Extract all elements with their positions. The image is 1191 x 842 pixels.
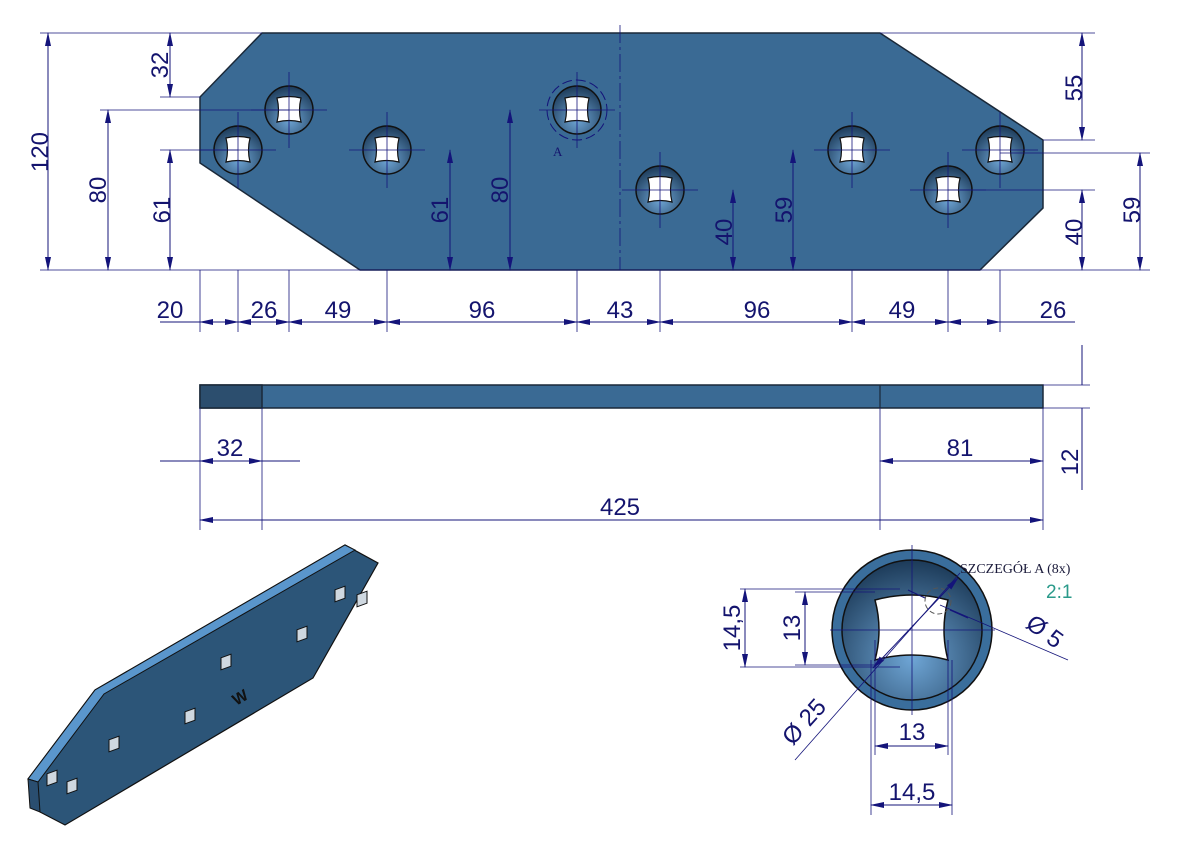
dimension-label: 96 — [744, 297, 771, 324]
iso-hole — [184, 707, 196, 725]
detail-marker-label: A — [553, 144, 563, 159]
iso-hole — [334, 585, 346, 603]
dimension-label: 40 — [1061, 219, 1088, 246]
dimension-label: 61 — [149, 197, 176, 224]
square-hole — [622, 152, 698, 228]
square-hole — [349, 112, 425, 188]
holes — [200, 72, 1038, 228]
dimension-label: 96 — [469, 297, 496, 324]
side-plate — [199, 384, 1044, 409]
dimension-label: 120 — [27, 132, 54, 172]
dimension-label: 13 — [779, 615, 806, 642]
dimension-label: 26 — [251, 297, 278, 324]
dimension-label: 61 — [427, 197, 454, 224]
dimension-label: 14,5 — [719, 605, 746, 652]
dimension-label: 12 — [1057, 449, 1084, 476]
plate-outline — [199, 32, 1044, 271]
dimension-label: 20 — [157, 297, 184, 324]
side-view: 32 81 425 12 — [160, 345, 1090, 530]
dimension-label: 49 — [325, 297, 352, 324]
square-hole — [814, 112, 890, 188]
detail-a-circle — [546, 79, 608, 141]
dimension-label: 40 — [711, 219, 738, 246]
dimension-label: 59 — [1119, 197, 1146, 224]
detail-a-view: SZCZEGÓŁ A (8x) 2:1 14,5 13 13 14,5 Ø 25 Ø 5 — [719, 545, 1072, 815]
iso-hole — [108, 735, 120, 753]
dimension-label: 43 — [607, 297, 634, 324]
dimension-label: Ø 5 — [1021, 610, 1068, 655]
top-view: A 120 32 80 61 61 80 40 59 55 40 59 20 26 49 96 43 96 49 2… — [27, 25, 1150, 332]
dimension-label: 80 — [85, 177, 112, 204]
dimension-label: 80 — [487, 177, 514, 204]
side-chamfer — [199, 384, 263, 409]
dimension-label: 32 — [147, 52, 174, 79]
isometric-view: W — [27, 544, 379, 826]
iso-hole — [296, 625, 308, 643]
iso-hole — [66, 777, 78, 795]
dimension-label: 81 — [947, 435, 974, 462]
dimension-label: 26 — [1040, 297, 1067, 324]
square-hole — [962, 112, 1038, 188]
detail-title: SZCZEGÓŁ A (8x) — [960, 560, 1071, 577]
dimension-label: 59 — [771, 197, 798, 224]
iso-hole — [46, 769, 58, 787]
dimension-label: 55 — [1061, 75, 1088, 102]
side-view-dimensions: 32 81 425 12 — [160, 345, 1090, 530]
dimension-label: 32 — [217, 435, 244, 462]
square-hole — [539, 72, 615, 148]
dimension-label: Ø 25 — [777, 694, 832, 751]
detail-dimensions: 14,5 13 13 14,5 Ø 25 Ø 5 — [719, 572, 1069, 815]
dimension-label: 49 — [889, 297, 916, 324]
dimension-label: 14,5 — [889, 779, 936, 806]
dimension-label: 13 — [899, 719, 926, 746]
dimension-label: 425 — [600, 494, 640, 521]
detail-scale: 2:1 — [1046, 582, 1072, 603]
top-view-dimensions: 120 32 80 61 61 80 40 59 55 40 59 20 26 49 96 43 96 49 26 — [27, 32, 1150, 332]
iso-hole — [356, 590, 368, 608]
iso-hole — [220, 653, 232, 671]
